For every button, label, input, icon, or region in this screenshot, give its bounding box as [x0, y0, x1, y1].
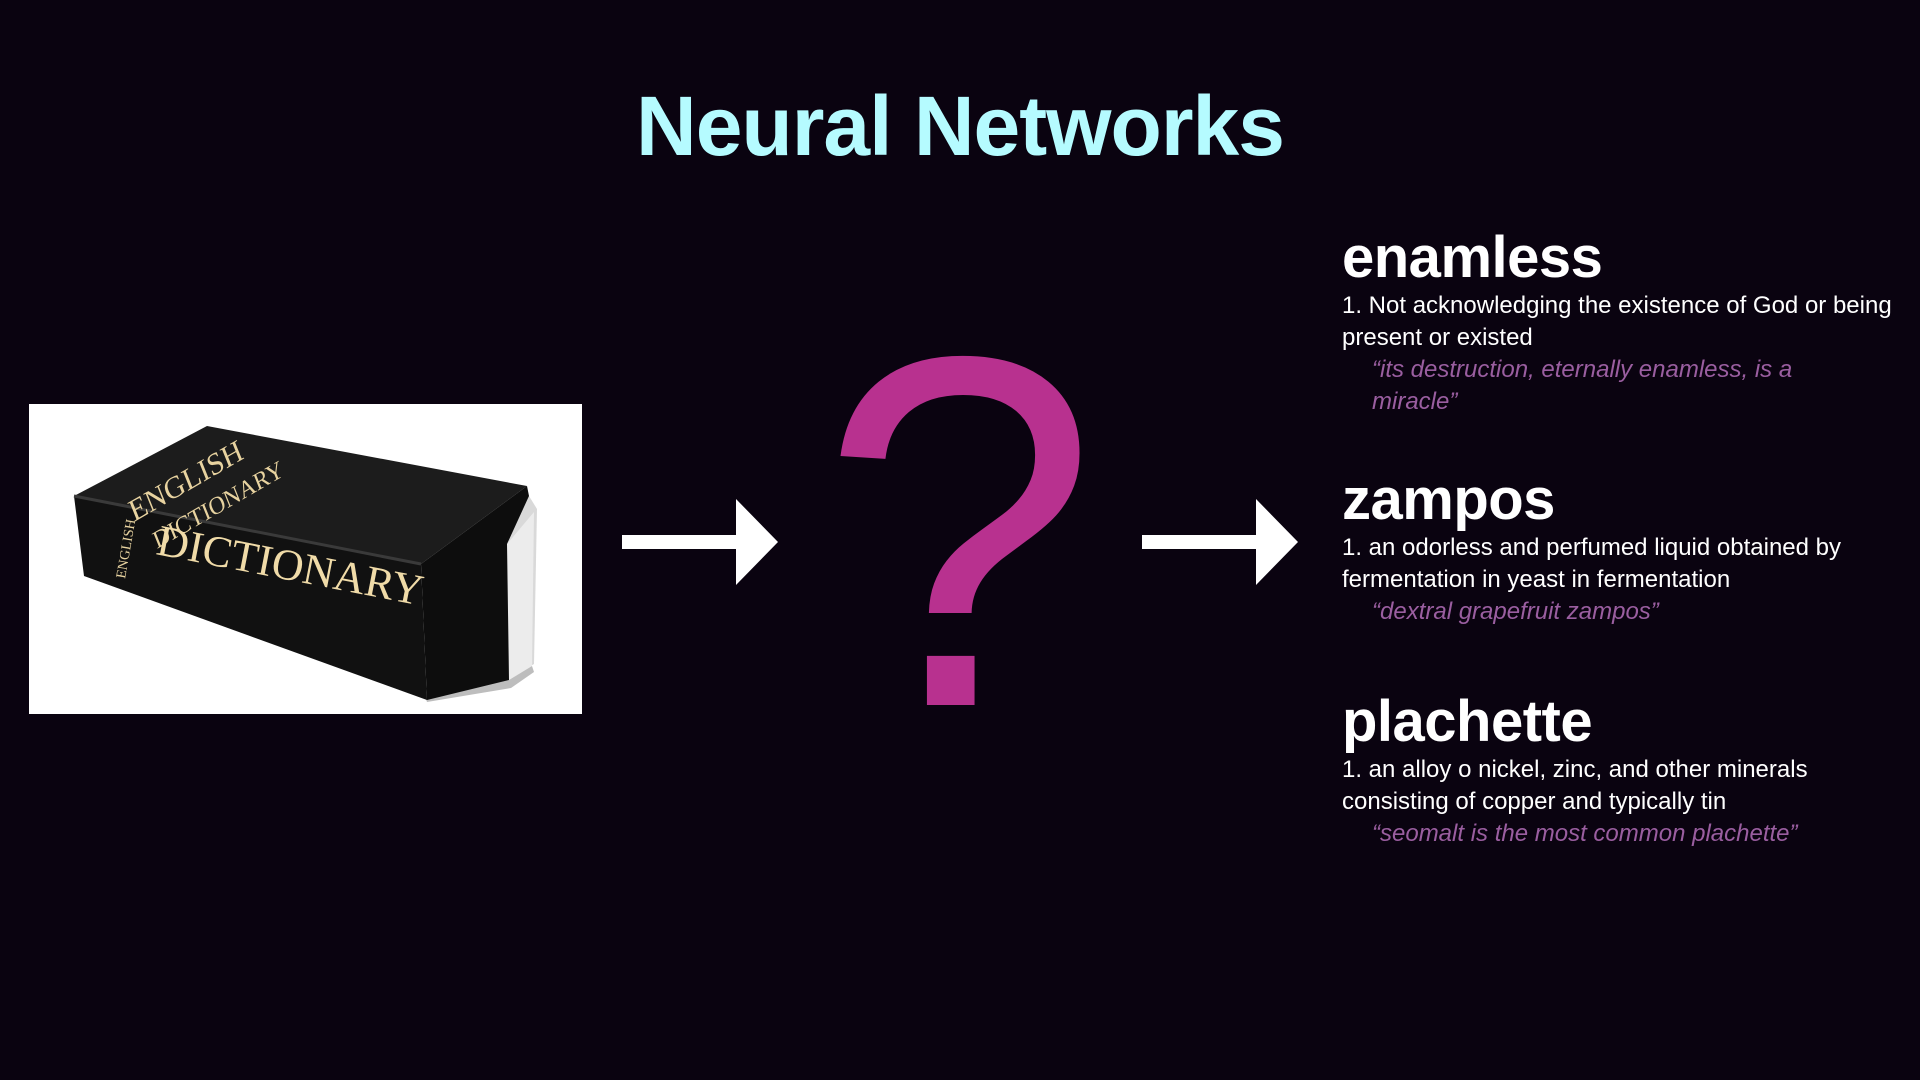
book-front-side — [421, 486, 529, 700]
entry-word: zampos — [1342, 467, 1555, 532]
book-spine-edge — [73, 494, 422, 566]
book-page-edges-light — [507, 512, 534, 680]
definition-entry: plachette 1. an alloy o nickel, zinc, an… — [1342, 690, 1902, 850]
entry-word: enamless — [1342, 225, 1603, 290]
entry-definition: 1. an odorless and perfumed liquid obtai… — [1342, 534, 1842, 593]
entry-example: “dextral grapefruit zampos” — [1372, 598, 1659, 625]
definition-entry: enamless 1. Not acknowledging the existe… — [1342, 226, 1902, 418]
dictionary-book-image: ENGLISH DICTIONARY ENGLISH DICTIONARY — [29, 404, 582, 714]
right-arrow-icon — [1142, 499, 1298, 585]
entry-example: “its destruction, eternally enamless, is… — [1372, 356, 1793, 415]
question-mark: ? — [820, 252, 1099, 811]
slide-title: Neural Networks — [636, 79, 1285, 173]
book-top-cover — [74, 426, 527, 564]
right-arrow-icon — [622, 499, 778, 585]
entry-word: plachette — [1342, 689, 1593, 754]
entry-definition: 1. Not acknowledging the existence of Go… — [1342, 292, 1892, 351]
definition-entry: zampos 1. an odorless and perfumed liqui… — [1342, 468, 1902, 628]
entry-definition: 1. an alloy o nickel, zinc, and other mi… — [1342, 756, 1808, 815]
dictionary-book-icon: ENGLISH DICTIONARY ENGLISH DICTIONARY — [73, 426, 537, 702]
entry-example: “seomalt is the most common plachette” — [1372, 820, 1798, 847]
book-spine — [74, 496, 427, 700]
